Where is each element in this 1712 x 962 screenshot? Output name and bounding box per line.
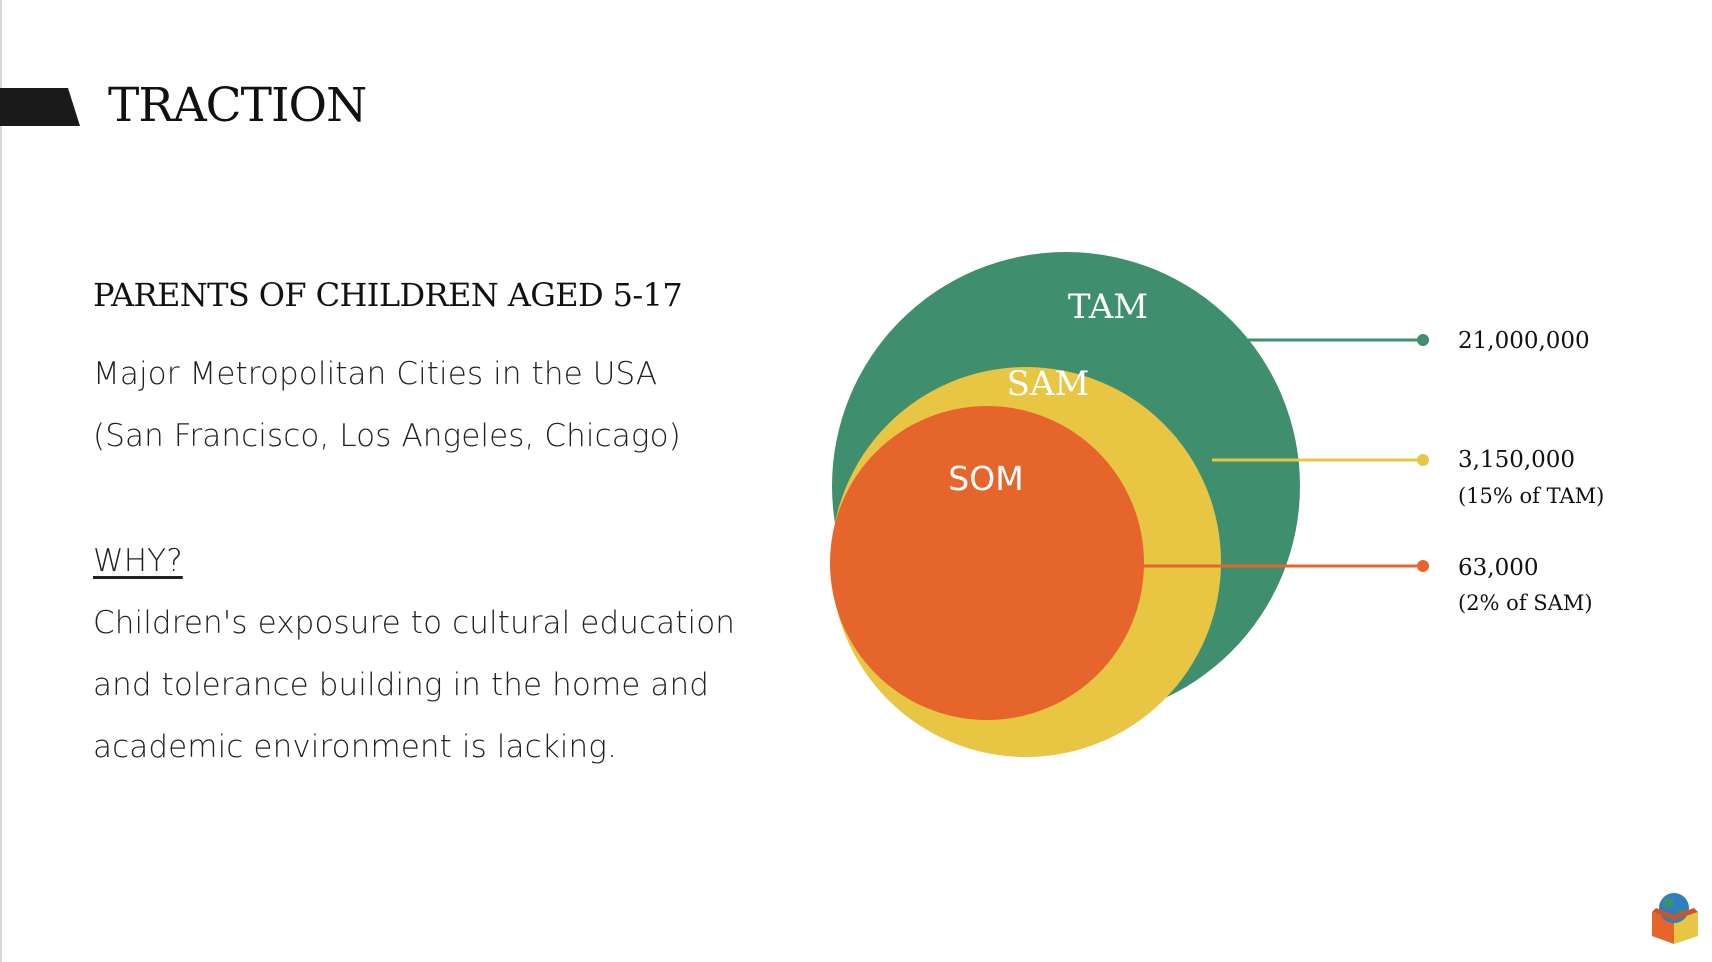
why-text-line-2: and tolerance building in the home and: [93, 667, 709, 703]
som-percentage: (2% of SAM): [1458, 591, 1593, 615]
som-label: SOM: [948, 459, 1023, 498]
market-description-line-2: (San Francisco, Los Angeles, Chicago): [93, 418, 681, 454]
target-market-heading: PARENTS OF CHILDREN AGED 5-17: [93, 276, 683, 314]
sam-percentage: (15% of TAM): [1458, 484, 1604, 508]
globe-box-logo-icon: [1652, 893, 1698, 944]
slide-title: TRACTION: [108, 78, 367, 133]
why-text-line-1: Children's exposure to cultural educatio…: [93, 605, 736, 641]
tam-label: TAM: [1068, 287, 1148, 327]
slide-left-border: [0, 0, 2, 962]
why-text-line-3: academic environment is lacking.: [93, 729, 617, 765]
som-value: 63,000: [1458, 555, 1538, 581]
som-connector-dot: [1417, 560, 1429, 572]
som-circle: [830, 406, 1144, 720]
tam-connector-dot: [1417, 334, 1429, 346]
sam-connector-dot: [1417, 454, 1429, 466]
sam-value: 3,150,000: [1458, 447, 1575, 473]
why-heading: WHY?: [93, 543, 183, 579]
title-bar-accent: [0, 88, 80, 126]
market-description-line-1: Major Metropolitan Cities in the USA: [93, 356, 658, 392]
sam-label: SAM: [1007, 364, 1090, 404]
tam-value: 21,000,000: [1458, 328, 1590, 354]
